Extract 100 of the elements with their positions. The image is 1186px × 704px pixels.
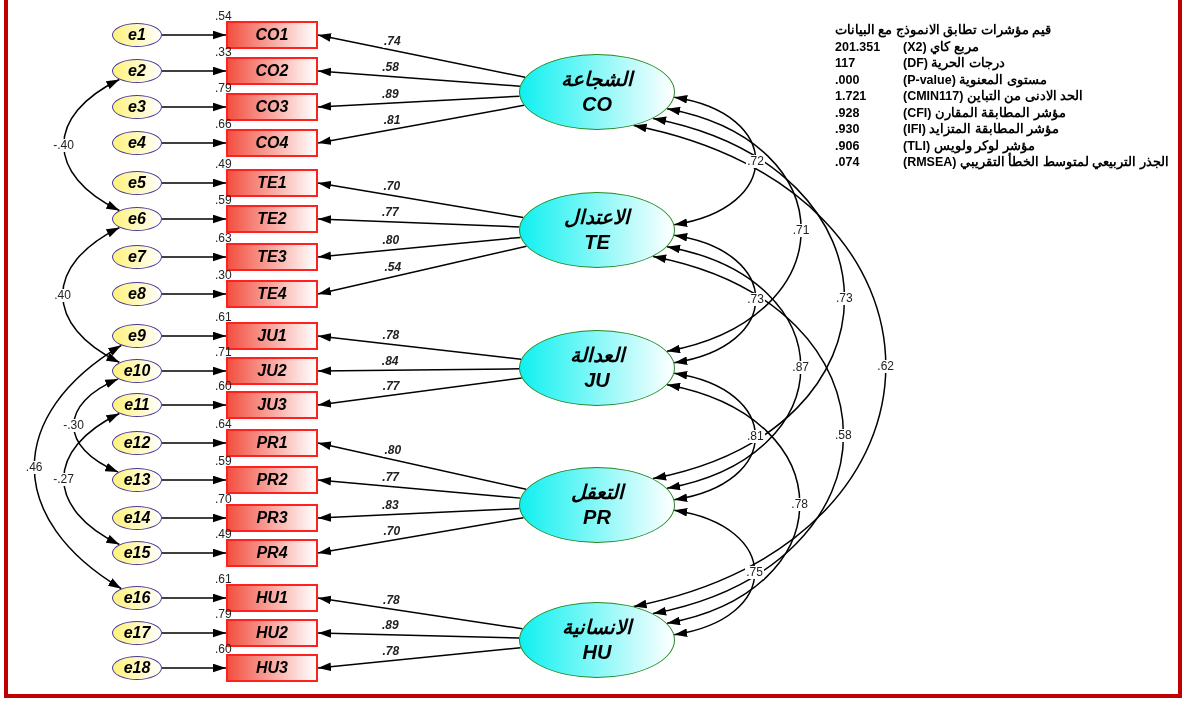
double-headed-arrow bbox=[666, 383, 801, 625]
arrow bbox=[161, 289, 227, 299]
arrow bbox=[161, 138, 227, 148]
r-squared-value: .63 bbox=[215, 232, 232, 244]
edge-label: .80 bbox=[383, 444, 403, 458]
indicator-box: TE2 bbox=[226, 205, 318, 233]
fit-value: 117 bbox=[835, 55, 857, 72]
arrow bbox=[317, 333, 522, 361]
latent-code: HU bbox=[582, 640, 612, 665]
indicator-box: TE3 bbox=[226, 243, 318, 271]
double-headed-arrow bbox=[63, 78, 121, 212]
fit-value: .928 bbox=[835, 104, 861, 121]
edge-label: -.40 bbox=[52, 138, 75, 152]
arrow bbox=[317, 366, 520, 376]
edge-label: .78 bbox=[381, 328, 401, 342]
edge-label: .77 bbox=[381, 379, 401, 393]
r-squared-value: .66 bbox=[215, 118, 232, 130]
arrow bbox=[161, 366, 227, 376]
double-headed-arrow bbox=[666, 107, 802, 353]
latent-name: الاعتدال bbox=[564, 205, 630, 230]
edge-label: .71 bbox=[791, 223, 811, 237]
edge-label: .81 bbox=[745, 430, 765, 443]
indicator-box: TE4 bbox=[226, 280, 318, 308]
double-headed-arrow bbox=[673, 508, 756, 637]
edge-label: .40 bbox=[53, 288, 72, 302]
indicator-box: PR1 bbox=[226, 429, 318, 457]
latent-code: PR bbox=[583, 505, 611, 530]
fit-value: .930 bbox=[835, 121, 861, 138]
fit-value: 201.351 bbox=[835, 38, 882, 55]
fit-value: .906 bbox=[835, 137, 861, 154]
error-ellipse: e4 bbox=[112, 131, 162, 155]
edge-label: .62 bbox=[876, 359, 895, 373]
arrow bbox=[317, 95, 521, 111]
arrow bbox=[161, 513, 227, 523]
r-squared-value: .54 bbox=[215, 10, 232, 22]
double-headed-arrow bbox=[666, 245, 802, 490]
double-headed-arrow bbox=[673, 95, 757, 227]
edge-label: .73 bbox=[835, 292, 854, 305]
arrow bbox=[317, 629, 520, 639]
fit-index-name: درجات الحرية (DF) bbox=[903, 55, 1005, 72]
double-headed-arrow bbox=[72, 378, 119, 473]
r-squared-value: .59 bbox=[215, 455, 232, 467]
edge-label: .70 bbox=[382, 524, 402, 538]
latent-name: العدالة bbox=[569, 343, 625, 368]
arrow bbox=[161, 30, 227, 40]
double-headed-arrow bbox=[652, 117, 846, 480]
latent-code: TE bbox=[584, 230, 610, 255]
error-ellipse: e7 bbox=[112, 245, 162, 269]
edge-label: .77 bbox=[381, 471, 400, 484]
error-ellipse: e3 bbox=[112, 95, 162, 119]
latent-name: الشجاعة bbox=[561, 67, 633, 92]
double-headed-arrow bbox=[673, 371, 757, 502]
r-squared-value: .49 bbox=[215, 158, 232, 170]
edge-label: .58 bbox=[381, 60, 400, 74]
fit-index-name: الجذر التربيعي لمتوسط الخطأ التقريبي (RMSEA) bbox=[903, 154, 1169, 171]
double-headed-arrow bbox=[652, 255, 845, 615]
fit-value: .000 bbox=[835, 71, 861, 88]
error-ellipse: e12 bbox=[112, 431, 162, 455]
edge-label: .75 bbox=[745, 566, 764, 579]
r-squared-value: .61 bbox=[215, 311, 232, 323]
error-ellipse: e17 bbox=[112, 621, 162, 645]
arrow bbox=[161, 663, 227, 673]
fit-value: 1.721 bbox=[835, 88, 868, 105]
arrow bbox=[317, 646, 522, 671]
arrow bbox=[161, 66, 227, 76]
arrow bbox=[161, 438, 227, 448]
error-ellipse: e1 bbox=[112, 23, 162, 47]
error-ellipse: e8 bbox=[112, 282, 162, 306]
arrow bbox=[161, 331, 227, 341]
latent-name: التعقل bbox=[570, 480, 624, 505]
r-squared-value: .70 bbox=[215, 493, 232, 505]
arrow bbox=[161, 252, 227, 262]
error-ellipse: e11 bbox=[112, 393, 162, 417]
arrow bbox=[317, 377, 523, 408]
error-ellipse: e5 bbox=[112, 171, 162, 195]
error-ellipse: e15 bbox=[112, 541, 162, 565]
arrow bbox=[317, 104, 525, 145]
arrow bbox=[161, 400, 227, 410]
indicator-box: PR4 bbox=[226, 539, 318, 567]
arrow bbox=[317, 33, 526, 79]
arrow bbox=[161, 102, 227, 112]
double-headed-arrow bbox=[63, 412, 121, 546]
fit-index-name: مستوى المعنوية (P-value) bbox=[903, 71, 1047, 88]
arrow bbox=[317, 215, 520, 228]
arrow bbox=[317, 507, 521, 522]
arrow bbox=[317, 67, 521, 87]
error-ellipse: e6 bbox=[112, 207, 162, 231]
edge-label: .78 bbox=[382, 593, 401, 607]
latent-code: JU bbox=[584, 368, 610, 393]
latent-code: CO bbox=[582, 92, 612, 117]
edge-label: .70 bbox=[382, 179, 402, 193]
fit-index-name: مؤشر المطابقة المتزايد (IFI) bbox=[903, 121, 1060, 138]
error-ellipse: e10 bbox=[112, 359, 162, 383]
latent-name: الانسانية bbox=[562, 615, 632, 640]
indicator-box: PR2 bbox=[226, 466, 318, 494]
edge-label: .74 bbox=[383, 34, 402, 48]
edge-label: .78 bbox=[790, 497, 809, 511]
r-squared-value: .64 bbox=[215, 418, 232, 430]
arrow bbox=[317, 441, 527, 490]
arrow bbox=[161, 548, 227, 558]
